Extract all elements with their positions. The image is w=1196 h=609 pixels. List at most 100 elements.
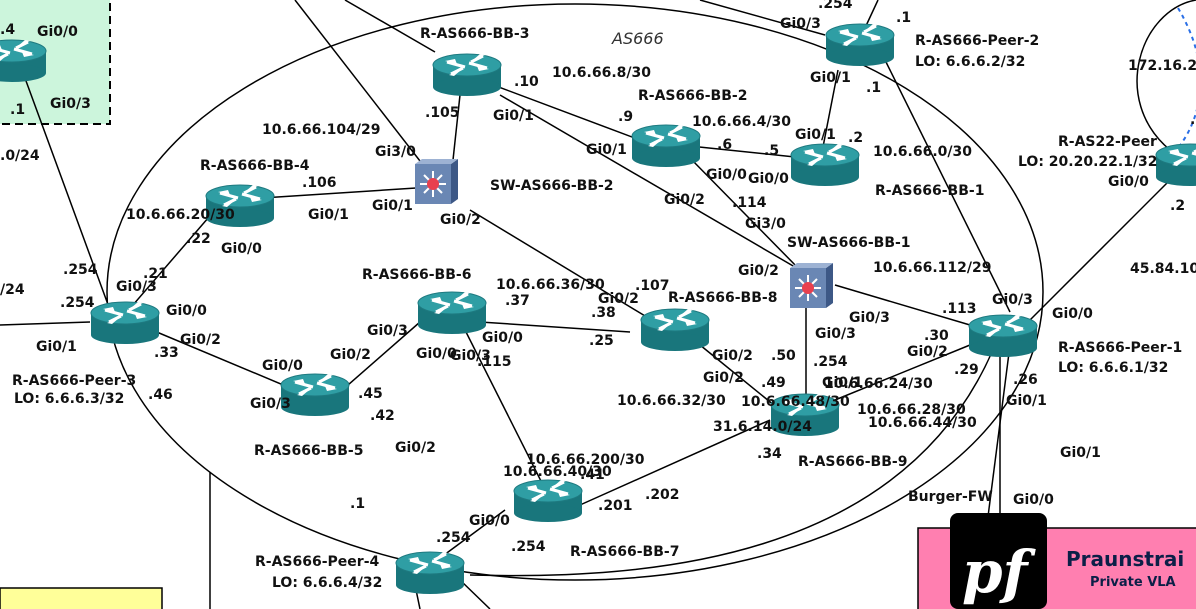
bb3-name: R-AS666-BB-3 — [420, 26, 529, 42]
link-label: .254 — [63, 262, 98, 278]
bb8-name: R-AS666-BB-8 — [668, 290, 777, 306]
bb6-name: R-AS666-BB-6 — [362, 267, 471, 283]
link-label: Gi0/0 — [706, 167, 747, 183]
peer4-lo: LO: 6.6.6.4/32 — [272, 575, 382, 591]
router-bb3[interactable] — [431, 52, 503, 98]
link-label: Gi0/3 — [450, 348, 491, 364]
bb1-name: R-AS666-BB-1 — [875, 183, 984, 199]
link-label: .38 — [591, 305, 616, 321]
peer2-lo: LO: 6.6.6.2/32 — [915, 54, 1025, 70]
note-box — [0, 587, 163, 609]
link-label: .37 — [505, 293, 530, 309]
link-label: .0/24 — [0, 148, 40, 164]
link-label: Gi0/3 — [250, 396, 291, 412]
link-label: Gi0/2 — [440, 212, 481, 228]
as22-lo: LO: 20.20.22.1/32 — [1018, 154, 1158, 170]
link-labels: Gi0/0 .4 Gi0/3 .1 .0/24 .254 .1 Gi0/3 Gi… — [0, 0, 1196, 555]
router-bb6[interactable] — [416, 290, 488, 336]
link-label: .26 — [1013, 372, 1038, 388]
link-label: Gi0/0 — [1013, 492, 1054, 508]
link-label: Gi0/0 — [416, 346, 457, 362]
link-label: 10.6.66.24/30 — [824, 376, 933, 392]
link-label: .115 — [477, 354, 512, 370]
link-label: Gi0/1 — [372, 198, 413, 214]
link-label: Gi0/0 — [166, 303, 207, 319]
link-label: Gi0/3 — [849, 310, 890, 326]
link-label: Gi0/0 — [1108, 174, 1149, 190]
pfsense-box: pf Praunstrai Private VLA — [917, 513, 1196, 609]
link-label: .1 — [1190, 112, 1196, 128]
link-label: Gi3/0 — [745, 216, 786, 232]
link-label: .9 — [618, 109, 633, 125]
router-bb8[interactable] — [639, 307, 711, 353]
link-label: .202 — [645, 487, 680, 503]
router-peer4[interactable] — [394, 550, 466, 596]
link-label: Gi0/0 — [221, 241, 262, 257]
as22-name: R-AS22-Peer — [1058, 134, 1157, 150]
link-label: .1 — [866, 80, 881, 96]
router-partial-left[interactable] — [0, 38, 48, 84]
device-names: R-AS666-BB-3 R-AS666-Peer-2 LO: 6.6.6.2/… — [12, 26, 1182, 591]
fw-name: Burger-FW — [908, 489, 993, 505]
bb4-name: R-AS666-BB-4 — [200, 158, 310, 174]
link-label: Gi0/1 — [822, 375, 863, 391]
switch-sw2[interactable] — [414, 158, 459, 205]
router-bb2[interactable] — [630, 123, 702, 169]
link-label: 172.16.2 — [1128, 58, 1196, 74]
link-label: Gi0/0 — [37, 24, 78, 40]
link-label: 10.6.66.104/29 — [262, 122, 380, 138]
router-as22[interactable] — [1154, 142, 1196, 188]
link-label: 31.6.14.0/24 — [713, 419, 812, 435]
link-label: 10.6.66.200/30 — [526, 452, 645, 468]
link-label: .106 — [302, 175, 337, 191]
pfsense-logo-text: pf — [962, 538, 1037, 606]
link-label: .1 — [896, 10, 911, 26]
link-label: Gi0/1 — [493, 108, 534, 124]
router-peer3[interactable] — [89, 300, 161, 346]
bb9-name: R-AS666-BB-9 — [798, 454, 907, 470]
link-label: .6 — [717, 137, 732, 153]
link-label: Gi0/1 — [1006, 393, 1047, 409]
pfsense-logo-icon — [950, 513, 1047, 609]
link-label: Gi0/3 — [815, 326, 856, 342]
link-label: Gi0/3 — [116, 279, 157, 295]
peer3-lo: LO: 6.6.6.3/32 — [14, 391, 124, 407]
bb5-name: R-AS666-BB-5 — [254, 443, 363, 459]
link-label: Gi0/1 — [36, 339, 77, 355]
link-label: Gi0/2 — [395, 440, 436, 456]
link-label: .29 — [954, 362, 979, 378]
link-label: /24 — [0, 282, 25, 298]
link-label: .1 — [10, 102, 25, 118]
link-label: Gi0/2 — [907, 344, 948, 360]
link-label: Gi0/3 — [50, 96, 91, 112]
link-label: Gi0/3 — [367, 323, 408, 339]
link-label: 10.6.66.32/30 — [617, 393, 726, 409]
switch-sw1[interactable] — [789, 262, 834, 309]
router-bb5[interactable] — [279, 372, 351, 418]
link-label: .2 — [848, 130, 863, 146]
link-label: .2 — [1170, 198, 1185, 214]
link-label: Gi0/3 — [992, 292, 1033, 308]
link-label: .45 — [358, 386, 383, 402]
link-label: Gi0/1 — [810, 70, 851, 86]
router-bb1[interactable] — [789, 142, 861, 188]
bb2-name: R-AS666-BB-2 — [638, 88, 747, 104]
link-label: Gi3/0 — [375, 144, 416, 160]
link-label: Gi0/0 — [482, 330, 523, 346]
link-label: 45.84.10 — [1130, 261, 1196, 277]
link-label: .41 — [580, 467, 605, 483]
link-label: .5 — [764, 143, 779, 159]
link-label: .105 — [425, 105, 460, 121]
router-bb7[interactable] — [512, 478, 584, 524]
link-label: .1 — [350, 496, 365, 512]
router-peer1[interactable] — [967, 313, 1039, 359]
link-label: Gi0/1 — [586, 142, 627, 158]
link-label: 10.6.66.112/29 — [873, 260, 991, 276]
link-label: .50 — [771, 348, 796, 364]
router-peer2[interactable] — [824, 22, 896, 68]
link-label: 10.6.66.48/30 — [741, 394, 850, 410]
link-label: 10.6.66.0/30 — [873, 144, 972, 160]
link-label: .34 — [757, 446, 782, 462]
link-label: .113 — [942, 301, 977, 317]
